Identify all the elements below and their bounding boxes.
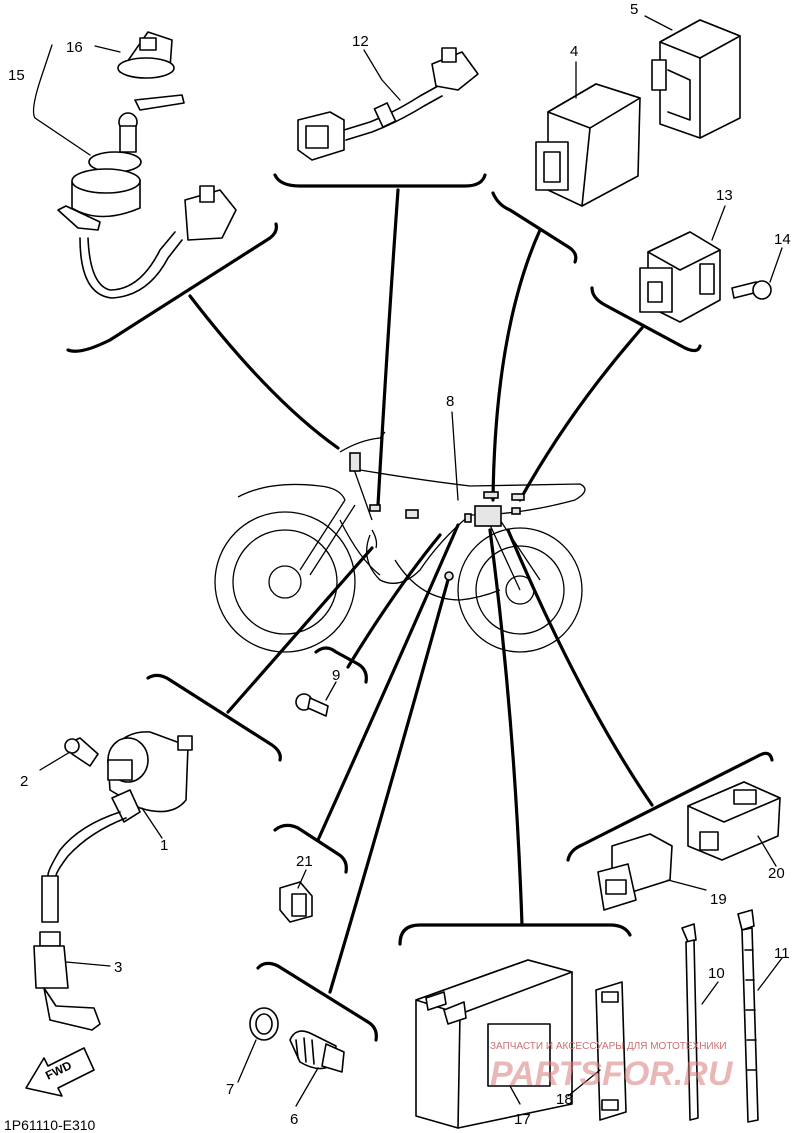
battery [415, 959, 573, 1129]
bolt-14 [731, 280, 772, 300]
callout-8: 8 [446, 393, 454, 410]
spark-plug-cap [33, 931, 101, 1031]
gasket [249, 1007, 279, 1041]
callout-11: 11 [774, 945, 790, 962]
callout-10: 10 [708, 965, 725, 982]
callout-14: 14 [774, 231, 791, 248]
wire-lead [297, 47, 479, 161]
callout-3: 3 [114, 959, 122, 976]
callout-16: 16 [66, 39, 83, 56]
callout-1: 1 [160, 837, 168, 854]
cdi-unit [535, 83, 641, 207]
callout-6: 6 [290, 1111, 298, 1128]
battery-band [595, 981, 627, 1121]
forward-arrow: FWD [25, 1047, 95, 1097]
ignition-coil [41, 731, 193, 923]
callout-2: 2 [20, 773, 28, 790]
leader-cables [188, 188, 654, 994]
callout-13: 13 [716, 187, 733, 204]
callout-15: 15 [8, 67, 25, 84]
callout-21: 21 [296, 853, 313, 870]
motorcycle-outline [214, 431, 586, 653]
coupler-19 [597, 833, 673, 911]
callout-numbers: 1 2 3 4 5 6 7 8 9 10 11 12 13 14 15 16 1… [8, 1, 791, 1128]
callout-12: 12 [352, 33, 369, 50]
watermark-tagline: ЗАПЧАСТИ И АКСЕССУАРЫ ДЛЯ МОТОТЕХНИКИ [490, 1041, 727, 1052]
callout-20: 20 [768, 865, 785, 882]
watermark: ЗАПЧАСТИ И АКСЕССУАРЫ ДЛЯ МОТОТЕХНИКИ PA… [490, 1041, 734, 1093]
screw-9 [295, 693, 329, 717]
callout-7: 7 [226, 1081, 234, 1098]
neutral-switch [289, 1030, 345, 1073]
callout-17: 17 [514, 1111, 531, 1128]
callout-18: 18 [556, 1091, 573, 1108]
rectifier [651, 19, 741, 139]
bolt-2 [64, 737, 99, 767]
fuse [279, 881, 313, 923]
watermark-brand: PARTSFOR.RU [490, 1055, 734, 1093]
callout-leaders [32, 15, 783, 1107]
callout-19: 19 [710, 891, 727, 908]
group-brackets [66, 173, 774, 1042]
callout-9: 9 [332, 667, 340, 684]
diagram-code: 1P61110-E310 [4, 1117, 96, 1133]
callout-5: 5 [630, 1, 638, 18]
main-switch [57, 31, 237, 299]
relay [639, 231, 721, 323]
cable-ties [681, 909, 759, 1123]
callout-4: 4 [570, 43, 578, 60]
coupler-20 [687, 781, 781, 861]
